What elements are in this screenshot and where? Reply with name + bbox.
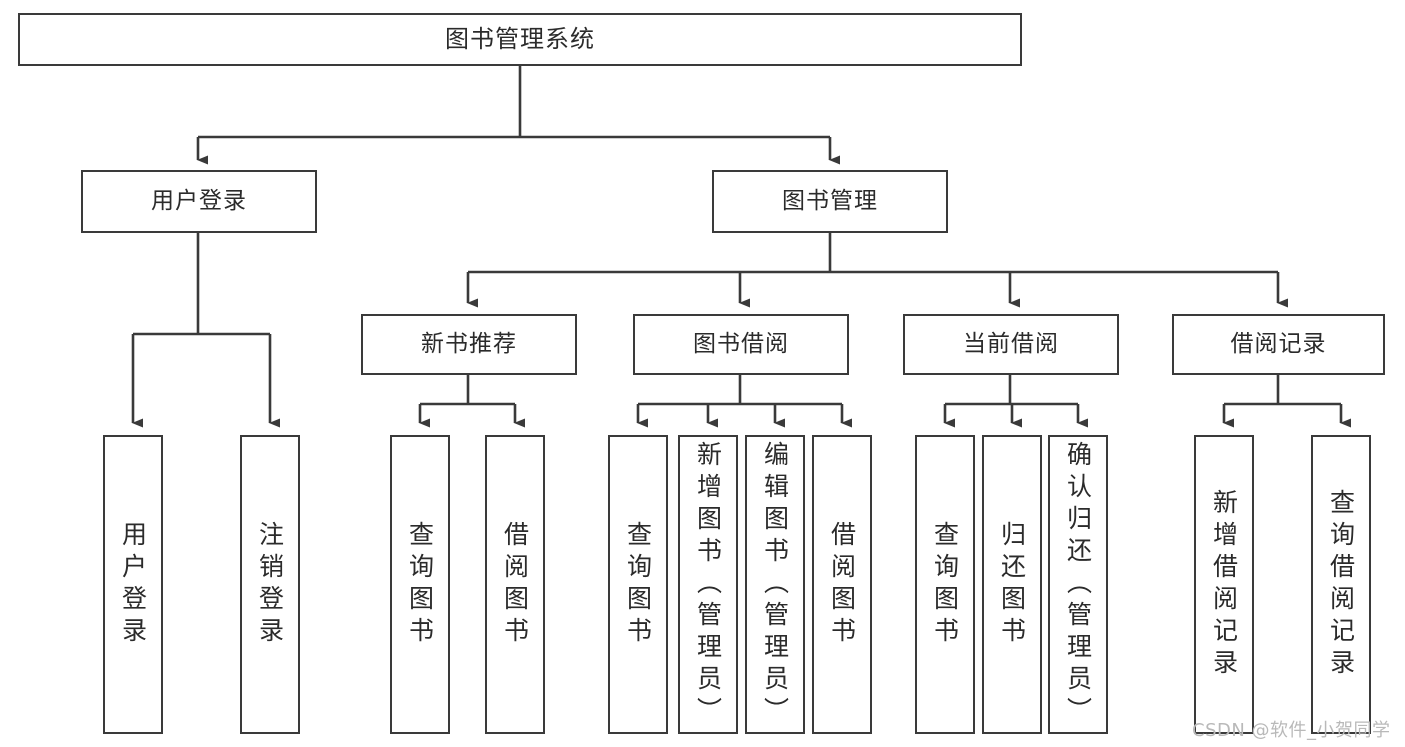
node-label: 图书借阅 xyxy=(693,331,789,358)
node-book-manage[interactable]: 图书管理 xyxy=(712,170,948,233)
node-leaf-query-book-current[interactable]: 查询图书 xyxy=(915,435,975,734)
node-leaf-edit-book[interactable]: 编辑图书（管理员） xyxy=(745,435,805,734)
node-user-login[interactable]: 用户登录 xyxy=(81,170,317,233)
node-leaf-borrow-book-recommend[interactable]: 借阅图书 xyxy=(485,435,545,734)
node-leaf-logout[interactable]: 注销登录 xyxy=(240,435,300,734)
node-label: 新增图书（管理员） xyxy=(693,440,723,729)
node-new-book-recommend[interactable]: 新书推荐 xyxy=(361,314,577,375)
node-label: 图书管理系统 xyxy=(445,24,595,53)
node-label: 查询图书 xyxy=(623,520,653,649)
node-label: 新书推荐 xyxy=(421,331,517,358)
node-label: 编辑图书（管理员） xyxy=(760,440,790,729)
node-leaf-add-record[interactable]: 新增借阅记录 xyxy=(1194,435,1254,734)
node-label: 归还图书 xyxy=(997,520,1027,649)
node-label: 查询图书 xyxy=(405,520,435,649)
node-label: 借阅图书 xyxy=(827,520,857,649)
node-borrow-record[interactable]: 借阅记录 xyxy=(1172,314,1385,375)
node-leaf-query-book-borrow[interactable]: 查询图书 xyxy=(608,435,668,734)
node-label: 当前借阅 xyxy=(963,331,1059,358)
node-label: 新增借阅记录 xyxy=(1209,488,1239,681)
csdn-watermark: CSDN @软件_小贺同学 xyxy=(1192,720,1391,741)
node-label: 借阅图书 xyxy=(500,520,530,649)
node-root-system[interactable]: 图书管理系统 xyxy=(18,13,1022,66)
node-label: 用户登录 xyxy=(151,188,247,215)
node-label: 查询图书 xyxy=(930,520,960,649)
node-leaf-confirm-return[interactable]: 确认归还（管理员） xyxy=(1048,435,1108,734)
node-label: 图书管理 xyxy=(782,188,878,215)
node-book-borrow[interactable]: 图书借阅 xyxy=(633,314,849,375)
node-current-borrow[interactable]: 当前借阅 xyxy=(903,314,1119,375)
node-leaf-query-record[interactable]: 查询借阅记录 xyxy=(1311,435,1371,734)
node-leaf-user-login[interactable]: 用户登录 xyxy=(103,435,163,734)
node-leaf-query-book-recommend[interactable]: 查询图书 xyxy=(390,435,450,734)
node-leaf-add-book[interactable]: 新增图书（管理员） xyxy=(678,435,738,734)
node-label: 确认归还（管理员） xyxy=(1063,440,1093,729)
node-leaf-borrow-book[interactable]: 借阅图书 xyxy=(812,435,872,734)
node-label: 注销登录 xyxy=(255,520,285,649)
node-label: 借阅记录 xyxy=(1230,331,1327,358)
node-label: 查询借阅记录 xyxy=(1326,488,1356,681)
node-leaf-return-book[interactable]: 归还图书 xyxy=(982,435,1042,734)
node-label: 用户登录 xyxy=(118,520,148,649)
